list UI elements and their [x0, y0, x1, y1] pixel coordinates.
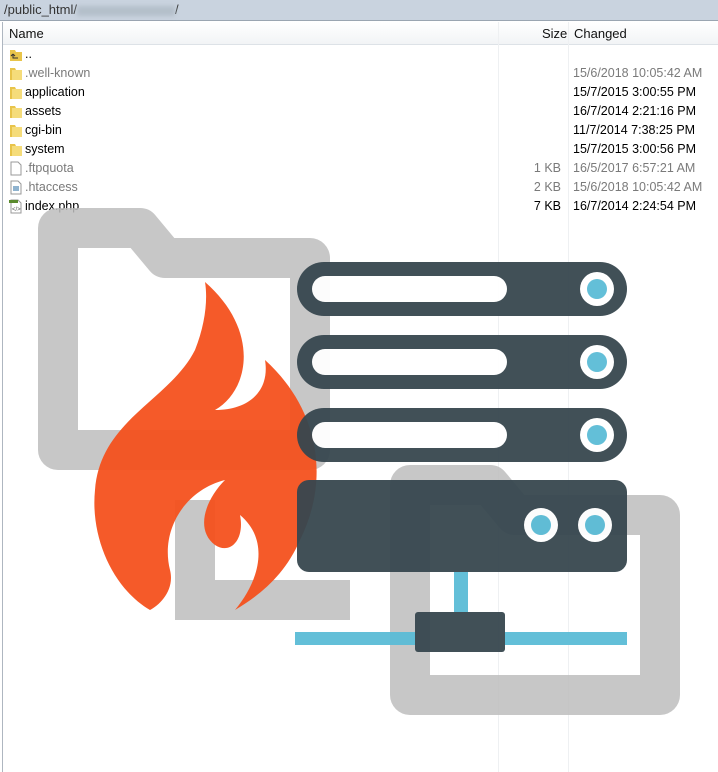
folder-icon: [10, 106, 22, 118]
folder-icon: [10, 125, 22, 137]
file-row[interactable]: ..: [3, 45, 718, 64]
file-icon: [10, 161, 22, 176]
column-size[interactable]: Size: [542, 26, 568, 41]
file-name: application: [25, 85, 85, 99]
file-changed: 16/7/2014 2:21:16 PM: [573, 104, 697, 118]
file-size: 2 KB: [533, 180, 561, 194]
php-file-icon: </>: [9, 199, 22, 214]
flame-icon: [94, 282, 317, 610]
file-name: .htaccess: [25, 180, 78, 194]
file-row[interactable]: system 15/7/2015 3:00:56 PM: [3, 140, 718, 159]
file-row[interactable]: .htaccess 2 KB 15/6/2018 10:05:42 AM: [3, 178, 718, 197]
column-changed[interactable]: Changed: [574, 26, 627, 41]
file-size: 1 KB: [533, 161, 561, 175]
file-name: .ftpquota: [25, 161, 74, 175]
path-suffix: /: [174, 2, 179, 17]
folder-icon: [10, 68, 22, 80]
file-name: cgi-bin: [25, 123, 62, 137]
folder-outline-icon: [38, 208, 330, 470]
file-row[interactable]: .well-known 15/6/2018 10:05:42 AM: [3, 64, 718, 83]
file-name: system: [25, 142, 65, 156]
column-headers: Name Size Changed: [3, 22, 718, 45]
column-name[interactable]: Name: [9, 26, 44, 41]
path-prefix: /public_html/: [4, 2, 77, 17]
path-bar[interactable]: /public_html/ /: [0, 0, 718, 21]
folder-outline-center: [175, 500, 350, 620]
svg-text:</>: </>: [12, 207, 21, 213]
server-icon: [295, 262, 627, 652]
file-row[interactable]: cgi-bin 11/7/2014 7:38:25 PM: [3, 121, 718, 140]
file-size: 7 KB: [533, 199, 561, 213]
redacted-domain: [76, 5, 175, 16]
file-changed: 15/6/2018 10:05:42 AM: [573, 180, 703, 194]
file-name: ..: [25, 47, 32, 61]
file-list[interactable]: Name Size Changed .. .well-known 15/6/2018…: [2, 22, 718, 772]
folder-icon: [10, 144, 22, 156]
file-changed: 11/7/2014 7:38:25 PM: [573, 123, 696, 137]
file-name: assets: [25, 104, 62, 118]
file-changed: 15/7/2015 3:00:56 PM: [573, 142, 697, 156]
config-file-icon: [10, 180, 22, 195]
file-row[interactable]: .ftpquota 1 KB 16/5/2017 6:57:21 AM: [3, 159, 718, 178]
folder-icon: [10, 87, 22, 99]
file-changed: 16/5/2017 6:57:21 AM: [573, 161, 696, 175]
file-row[interactable]: application 15/7/2015 3:00:55 PM: [3, 83, 718, 102]
file-changed: 15/6/2018 10:05:42 AM: [573, 66, 703, 80]
file-changed: 15/7/2015 3:00:55 PM: [573, 85, 697, 99]
folder-up-icon: [10, 50, 22, 61]
file-row[interactable]: assets 16/7/2014 2:21:16 PM: [3, 102, 718, 121]
file-changed: 16/7/2014 2:24:54 PM: [573, 199, 697, 213]
file-name: .well-known: [25, 66, 91, 80]
